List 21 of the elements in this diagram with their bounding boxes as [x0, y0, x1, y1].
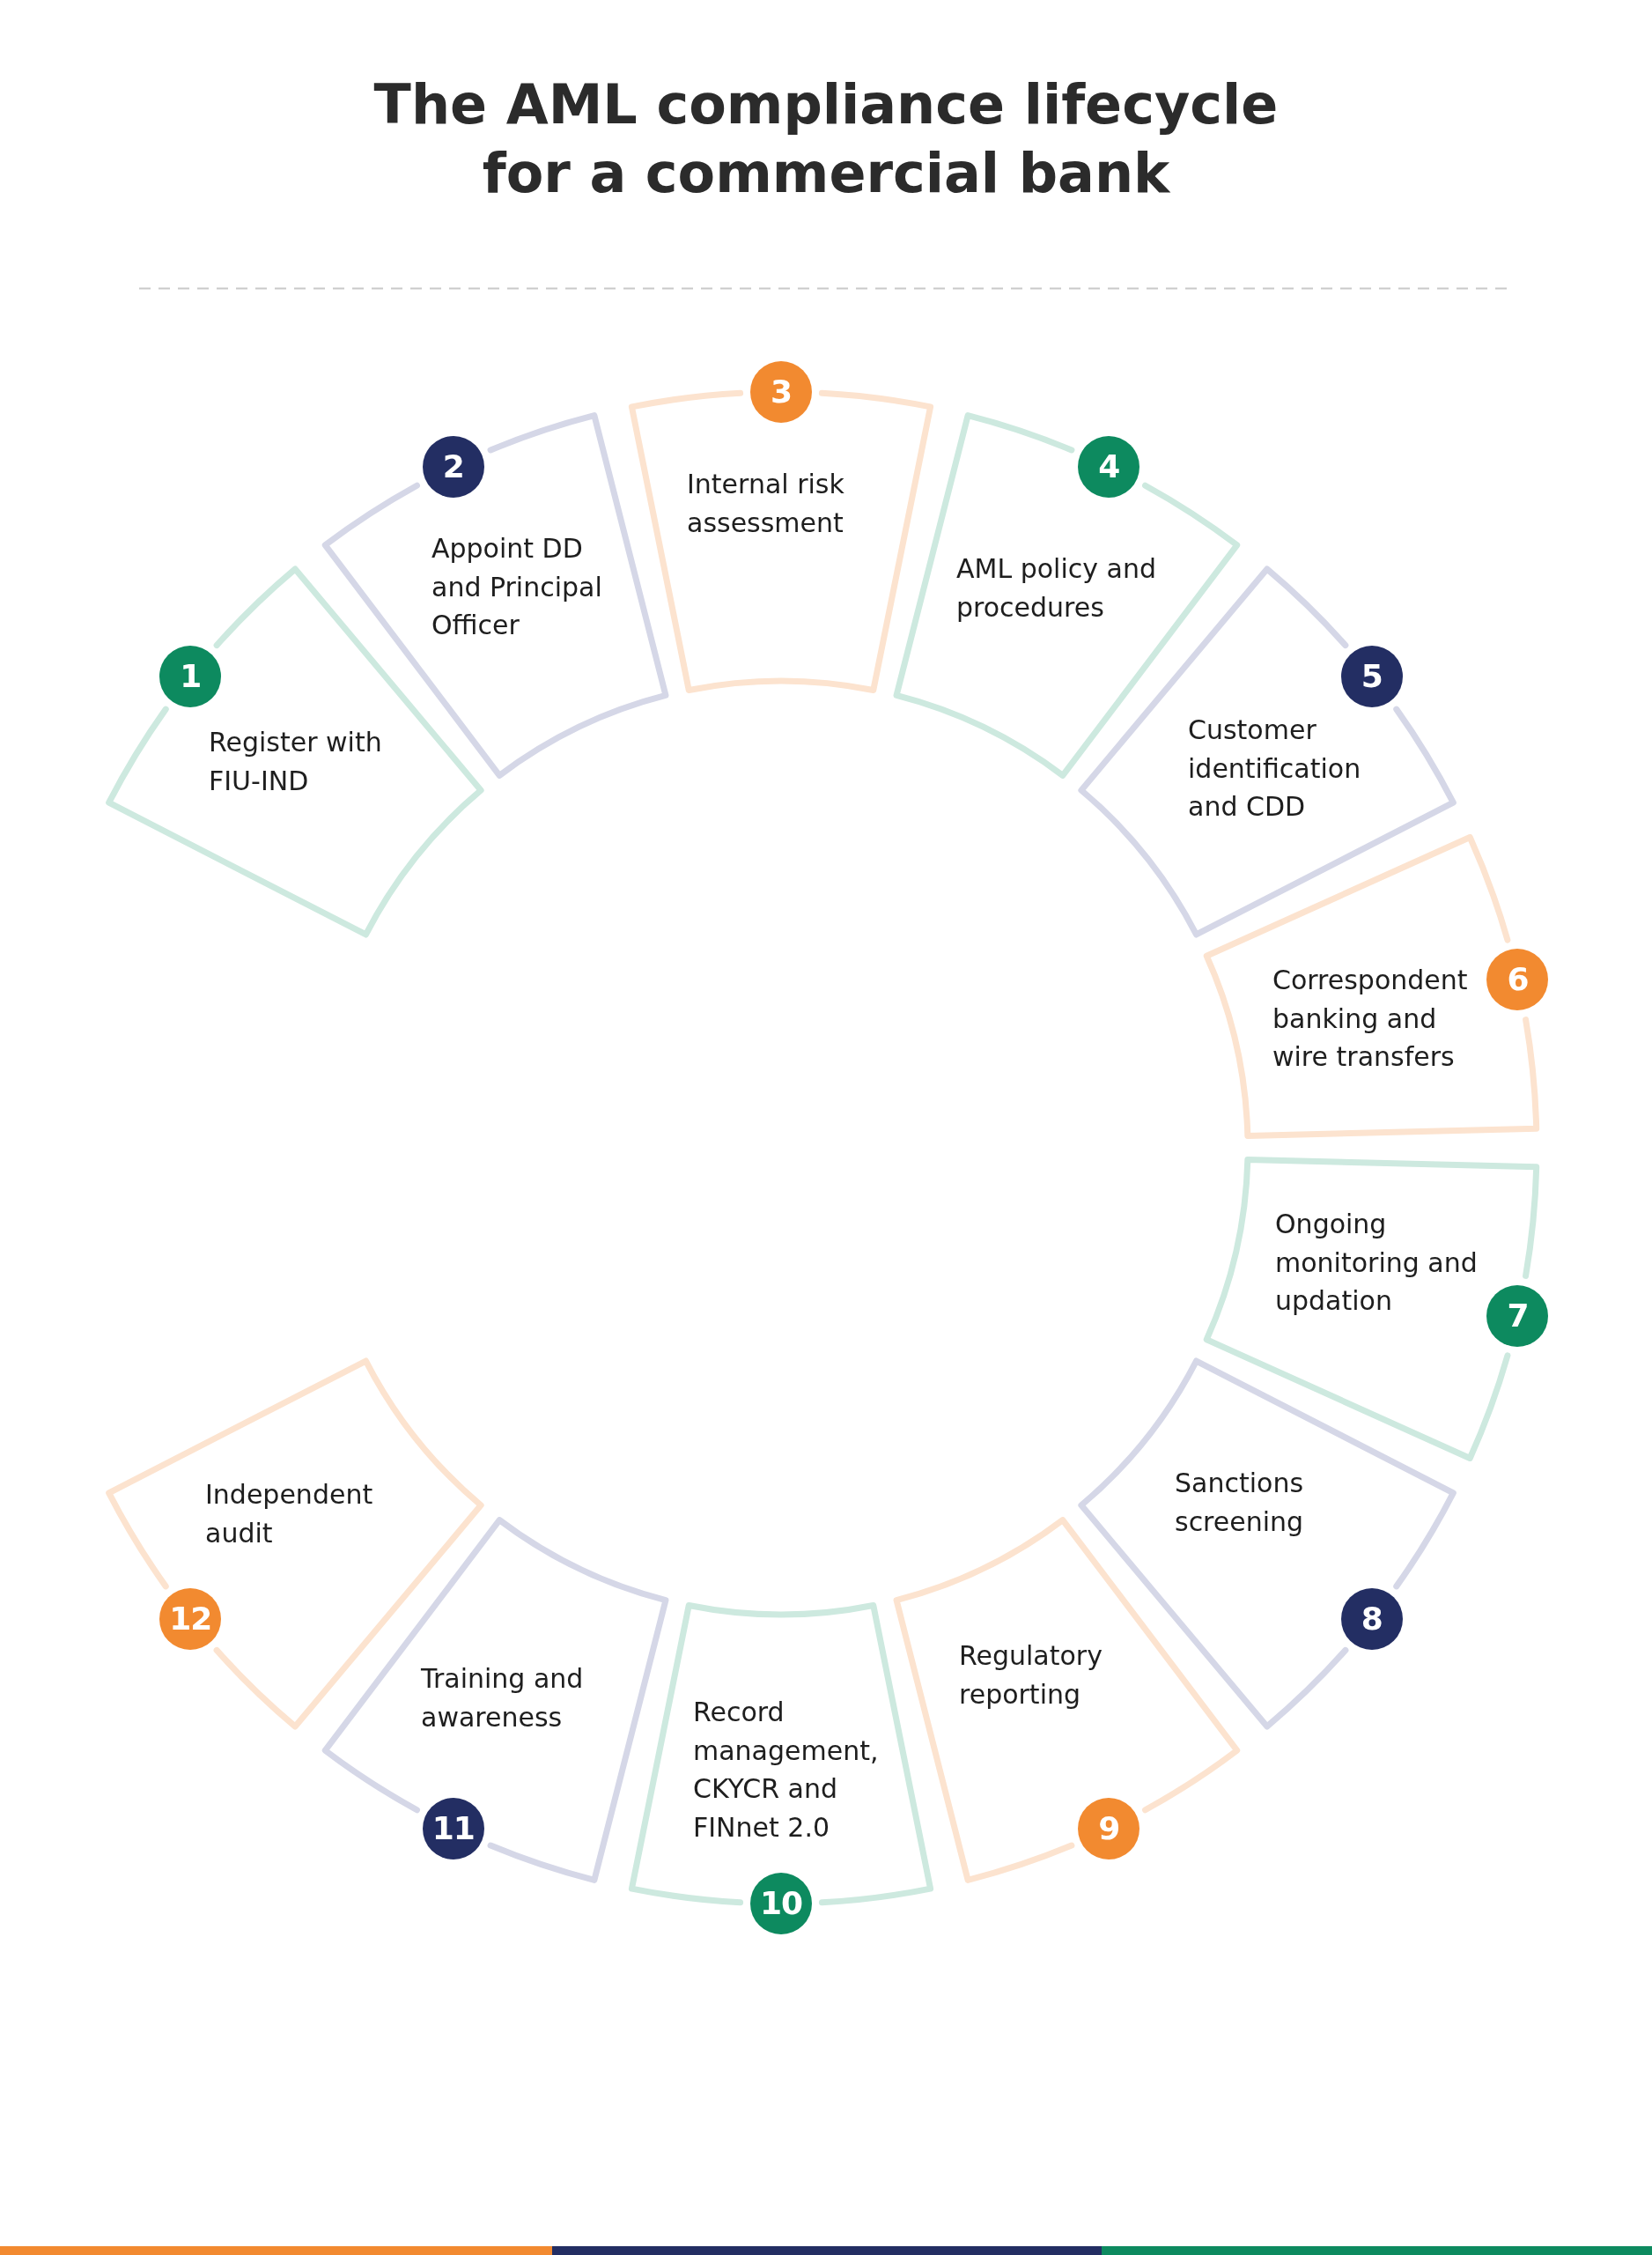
step-label: Correspondent banking and wire transfers [1272, 964, 1469, 1074]
step-label: Register with FIU-IND [209, 726, 383, 798]
step-number-badge: 3 [750, 361, 812, 423]
step-label: Appoint DD and Principal Officer [431, 532, 603, 642]
step-label: Customer identification and CDD [1188, 713, 1362, 824]
step-label: Independent audit [205, 1478, 374, 1550]
step-label: Training and awareness [421, 1662, 585, 1734]
step-number-badge: 7 [1486, 1284, 1549, 1347]
ring-segment [1203, 834, 1540, 1140]
step-number-badge: 10 [750, 1873, 812, 1934]
step-label: Internal risk assessment [687, 468, 845, 540]
step-label: Regulatory reporting [959, 1639, 1103, 1712]
step-label: Record management, CKYCR and FINnet 2.0 [693, 1696, 880, 1845]
step-label: AML policy and procedures [956, 552, 1157, 625]
ring-segment [321, 1517, 669, 1883]
step-label: Sanctions screening [1175, 1467, 1305, 1539]
ring-segment [1203, 1156, 1540, 1461]
ring-segment [321, 412, 669, 779]
step-label: Ongoing monitoring and updation [1275, 1208, 1479, 1318]
step-number-badge: 6 [1486, 949, 1549, 1011]
title: The AML compliance lifecycle for a commercial bank [372, 71, 1280, 207]
